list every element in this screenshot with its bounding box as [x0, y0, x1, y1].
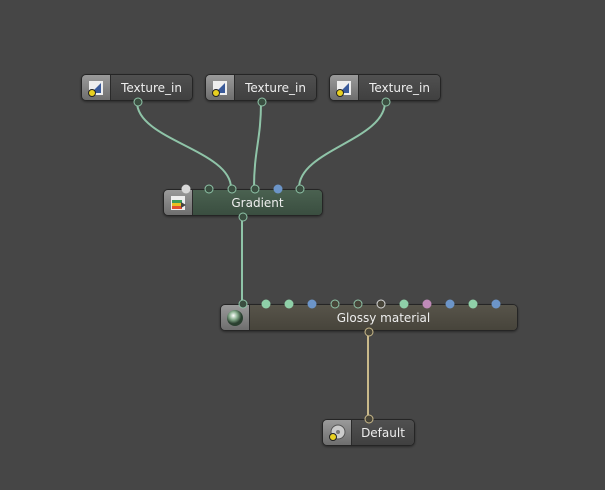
input-pin[interactable] — [468, 299, 478, 309]
node-label: Glossy material — [250, 305, 517, 330]
wire-texture2-gradient[interactable] — [253, 101, 262, 189]
input-pin[interactable] — [295, 184, 305, 194]
texture-in-node-3[interactable]: Texture_in — [329, 74, 441, 107]
output-pin[interactable] — [364, 327, 374, 337]
texture-in-node-1[interactable]: Texture_in — [81, 74, 193, 107]
input-pin[interactable] — [491, 299, 501, 309]
input-pin[interactable] — [250, 184, 260, 194]
default-node[interactable]: Default — [322, 414, 415, 446]
input-pin[interactable] — [353, 299, 363, 309]
node-label: Texture_in — [359, 75, 440, 100]
wire-texture3-gradient[interactable] — [298, 101, 386, 189]
node-label: Texture_in — [111, 75, 192, 100]
input-pin[interactable] — [422, 299, 432, 309]
input-pin[interactable] — [330, 299, 340, 309]
input-pin[interactable] — [273, 184, 283, 194]
input-pin[interactable] — [284, 299, 294, 309]
input-pin[interactable] — [204, 184, 214, 194]
node-label: Gradient — [193, 190, 322, 215]
node-label: Texture_in — [235, 75, 316, 100]
output-pin[interactable] — [257, 97, 267, 107]
input-pin[interactable] — [399, 299, 409, 309]
output-pin[interactable] — [238, 212, 248, 222]
output-pin[interactable] — [381, 97, 391, 107]
input-pin[interactable] — [445, 299, 455, 309]
gradient-icon — [164, 190, 193, 215]
glossy-material-node[interactable]: Glossy material — [220, 299, 518, 337]
disc-icon — [323, 420, 352, 445]
texture-icon — [330, 75, 359, 100]
node-label: Default — [352, 420, 414, 445]
input-pin[interactable] — [238, 299, 248, 309]
wire-texture1-gradient[interactable] — [136, 101, 232, 189]
texture-in-node-2[interactable]: Texture_in — [205, 74, 317, 107]
output-pin[interactable] — [133, 97, 143, 107]
texture-icon — [82, 75, 111, 100]
input-pin[interactable] — [227, 184, 237, 194]
input-pin[interactable] — [181, 184, 191, 194]
gradient-node[interactable]: Gradient — [163, 184, 323, 222]
input-pin[interactable] — [307, 299, 317, 309]
input-pin[interactable] — [364, 414, 374, 424]
input-pin[interactable] — [261, 299, 271, 309]
input-pin[interactable] — [376, 299, 386, 309]
texture-icon — [206, 75, 235, 100]
material-sphere-icon — [221, 305, 250, 330]
